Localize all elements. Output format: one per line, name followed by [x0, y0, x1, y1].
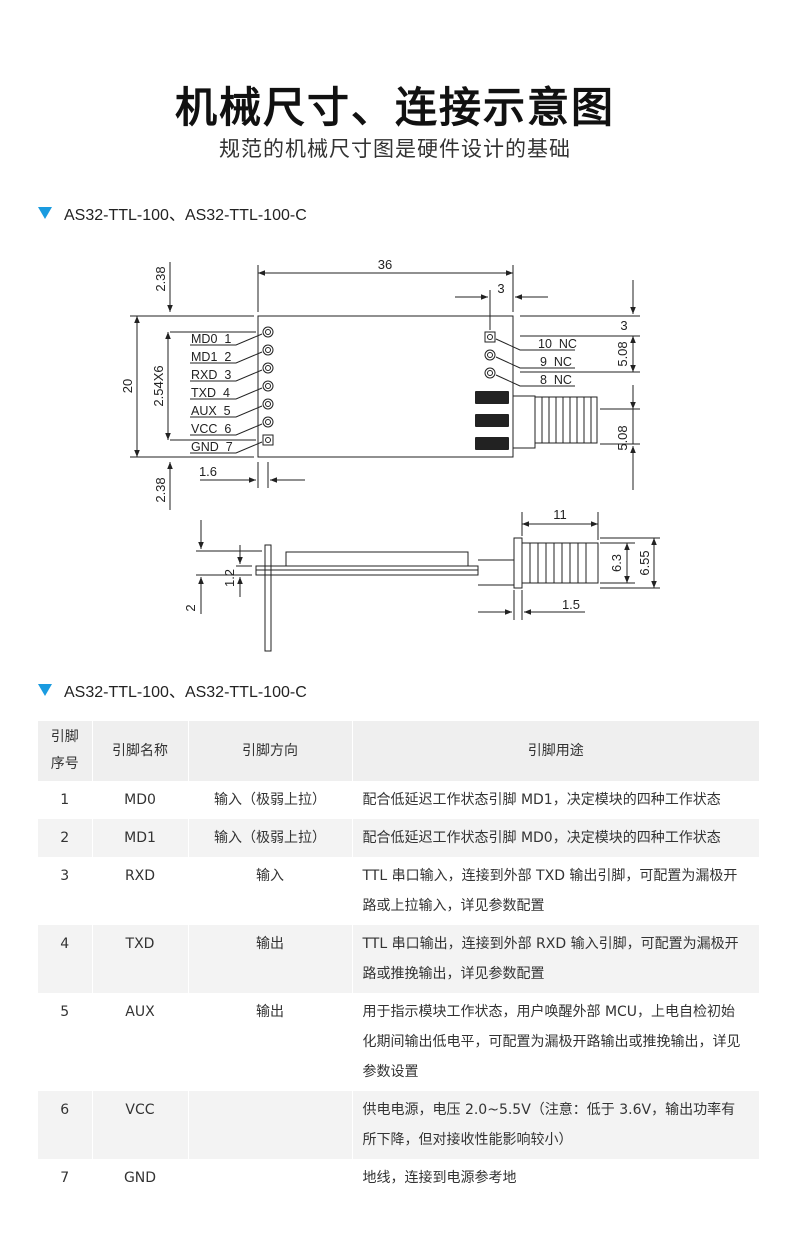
- dim-pin-protrusion: 2: [183, 604, 198, 611]
- pin-no-cell: 4: [38, 925, 93, 993]
- pin-desc-cell: 地线，连接到电源参考地: [352, 1159, 760, 1197]
- pin-dir-cell: [188, 1091, 353, 1159]
- dim-antenna-outer: 6.55: [637, 550, 652, 575]
- pin-no-cell: 5: [38, 993, 93, 1091]
- pin-name-cell: RXD: [92, 857, 189, 925]
- dim-antenna-lead: 1.5: [562, 597, 580, 612]
- dim-antenna-length: 11: [553, 507, 567, 522]
- section-heading-drawing: AS32-TTL-100、AS32-TTL-100-C: [38, 201, 307, 225]
- pin-no-cell: 6: [38, 1091, 93, 1159]
- pin-label: 8_NC: [540, 373, 572, 387]
- pin-desc-cell: TTL 串口输出，连接到外部 RXD 输入引脚，可配置为漏极开路或推挽输出，详见…: [352, 925, 760, 993]
- pin-label: VCC_6: [191, 422, 231, 436]
- pin-desc-cell: 配合低延迟工作状态引脚 MD1，决定模块的四种工作状态: [352, 781, 760, 819]
- pin-name-cell: MD0: [92, 781, 189, 819]
- pin-dir-cell: [188, 1159, 353, 1197]
- dim-bottom-margin: 2.38: [153, 477, 168, 502]
- pin-no-cell: 3: [38, 857, 93, 925]
- mechanical-drawing: 36 3 2.38 20 2.54X6 2.38 1.6 3 5.08 5.08…: [120, 257, 660, 652]
- section-label: AS32-TTL-100、AS32-TTL-100-C: [64, 684, 307, 701]
- triangle-bullet-icon: [38, 207, 52, 219]
- pin-name-cell: AUX: [92, 993, 189, 1091]
- pin-dir-cell: 输入（极弱上拉）: [188, 819, 353, 857]
- dim-pin-offset: 1.6: [199, 464, 217, 479]
- table-header-row: 引脚 序号 引脚名称 引脚方向 引脚用途: [38, 721, 760, 781]
- pin-dir-cell: 输入: [188, 857, 353, 925]
- pin-label: MD1_2: [191, 350, 231, 364]
- dim-top-margin: 2.38: [153, 266, 168, 291]
- pin-label: MD0_1: [191, 332, 231, 346]
- pin-label: AUX_5: [191, 404, 231, 418]
- dim-width: 36: [378, 257, 392, 272]
- pin-label: GND_7: [191, 440, 233, 454]
- pin-desc-cell: 用于指示模块工作状态，用户唤醒外部 MCU，上电自检初始化期间输出低电平，可配置…: [352, 993, 760, 1091]
- dim-board-thickness: 1.2: [222, 569, 237, 587]
- pin-label: RXD_3: [191, 368, 231, 382]
- pin-dir-cell: 输出: [188, 993, 353, 1091]
- pin-label: TXD_4: [191, 386, 230, 400]
- dim-pitch-right: 5.08: [615, 341, 630, 366]
- pin-name-cell: TXD: [92, 925, 189, 993]
- pin-label: 10_NC: [538, 337, 577, 351]
- dim-antenna-spacing: 5.08: [615, 425, 630, 450]
- pin-name-cell: MD1: [92, 819, 189, 857]
- page-title: 机械尺寸、连接示意图: [174, 83, 615, 132]
- col-header-name: 引脚名称: [92, 721, 189, 781]
- pin-no-cell: 1: [38, 781, 93, 819]
- pin-label: 9_NC: [540, 355, 572, 369]
- pin-desc-cell: TTL 串口输入，连接到外部 TXD 输出引脚，可配置为漏极开路或上拉输入，详见…: [352, 857, 760, 925]
- pin-no-cell: 2: [38, 819, 93, 857]
- col-header-no: 引脚 序号: [38, 721, 93, 781]
- dim-height: 20: [120, 379, 135, 393]
- col-header-dir: 引脚方向: [188, 721, 353, 781]
- section-label: AS32-TTL-100、AS32-TTL-100-C: [64, 207, 307, 224]
- pin-dir-cell: 输出: [188, 925, 353, 993]
- dim-right-top: 3: [620, 318, 627, 333]
- dim-pitch-left: 2.54X6: [151, 365, 166, 406]
- page-subtitle: 规范的机械尺寸图是硬件设计的基础: [219, 137, 571, 161]
- pin-desc-cell: 配合低延迟工作状态引脚 MD0，决定模块的四种工作状态: [352, 819, 760, 857]
- pin-name-cell: GND: [92, 1159, 189, 1197]
- dim-right-offset: 3: [497, 281, 504, 296]
- module-outline: [257, 315, 514, 458]
- col-header-desc: 引脚用途: [352, 721, 760, 781]
- pin-no-cell: 7: [38, 1159, 93, 1197]
- pin-desc-cell: 供电电源，电压 2.0~5.5V（注意：低于 3.6V，输出功率有所下降，但对接…: [352, 1091, 760, 1159]
- section-heading-pins: AS32-TTL-100、AS32-TTL-100-C: [38, 678, 307, 702]
- triangle-bullet-icon: [38, 684, 52, 696]
- pin-name-cell: VCC: [92, 1091, 189, 1159]
- pin-dir-cell: 输入（极弱上拉）: [188, 781, 353, 819]
- dim-antenna-dia: 6.3: [609, 554, 624, 572]
